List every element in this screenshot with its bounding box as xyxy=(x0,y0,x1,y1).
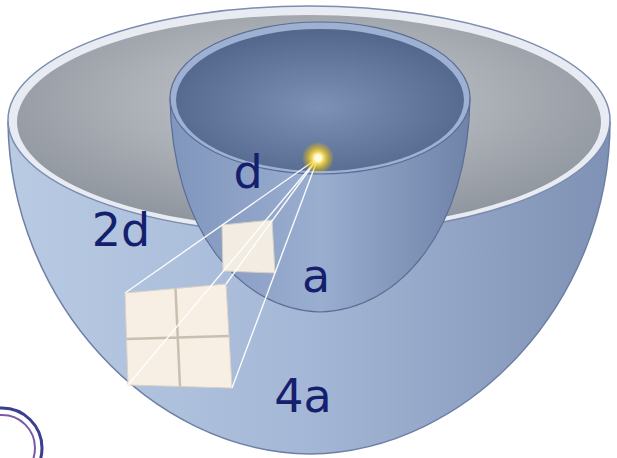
patch-grid xyxy=(127,289,230,387)
light-source xyxy=(314,154,322,162)
dimension-label: 2d xyxy=(92,207,150,253)
light-glow xyxy=(302,142,334,174)
inner-bowl-rim xyxy=(170,22,470,174)
logo-mark xyxy=(0,415,35,458)
dimension-label: a xyxy=(302,253,330,299)
ray-line xyxy=(128,158,318,385)
dimension-label: d xyxy=(233,149,262,195)
logo-mark xyxy=(0,408,42,458)
dimension-label: 4a xyxy=(274,373,331,419)
light-rays xyxy=(125,158,318,388)
large-area-patch xyxy=(125,284,232,388)
